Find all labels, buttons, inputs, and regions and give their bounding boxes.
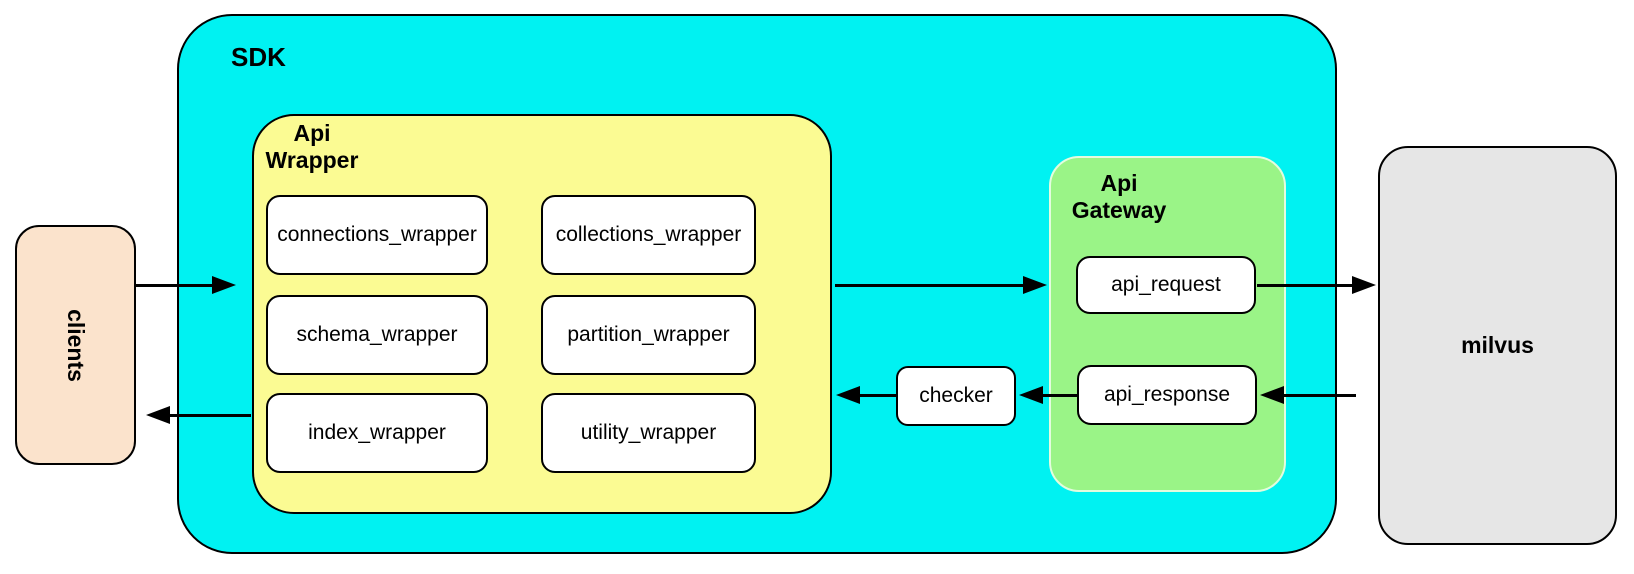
schema-wrapper-node: schema_wrapper [266,295,488,375]
arrow-milvus-to-response-line [1283,394,1356,397]
milvus-label: milvus [1461,332,1534,358]
arrow-clients-to-sdk-line [135,284,213,287]
arrow-clients-to-sdk-head [212,276,236,294]
api-wrapper-title-line2: Wrapper [265,147,359,173]
arrow-request-to-milvus-head [1352,276,1376,294]
arrow-wrapper-to-gateway-line [835,284,1024,287]
arrow-wrapper-to-gateway-head [1023,276,1047,294]
arrow-checker-to-wrapper-line [859,394,898,397]
collections-wrapper-node: collections_wrapper [541,195,756,275]
api-response-node: api_response [1077,365,1257,425]
checker-node: checker [896,366,1016,426]
clients-label: clients [63,308,89,382]
utility-wrapper-node: utility_wrapper [541,393,756,473]
arrow-response-to-checker-line [1042,394,1078,397]
clients-node: clients [15,225,136,465]
sdk-label: SDK [231,42,286,72]
api-wrapper-title-line1: Api [293,120,331,146]
index-wrapper-node: index_wrapper [266,393,488,473]
api-gateway-title-line2: Gateway [1071,197,1167,223]
api-gateway-title-line1: Api [1100,170,1138,196]
connections-wrapper-node: connections_wrapper [266,195,488,275]
arrow-response-to-checker-head [1019,386,1043,404]
arrow-sdk-to-clients-line [170,414,251,417]
arrow-milvus-to-response-head [1260,386,1284,404]
arrow-checker-to-wrapper-head [836,386,860,404]
api-request-node: api_request [1076,256,1256,314]
partition-wrapper-node: partition_wrapper [541,295,756,375]
arrow-sdk-to-clients-head [146,406,170,424]
arrow-request-to-milvus-line [1257,284,1353,287]
milvus-node: milvus [1378,146,1617,545]
